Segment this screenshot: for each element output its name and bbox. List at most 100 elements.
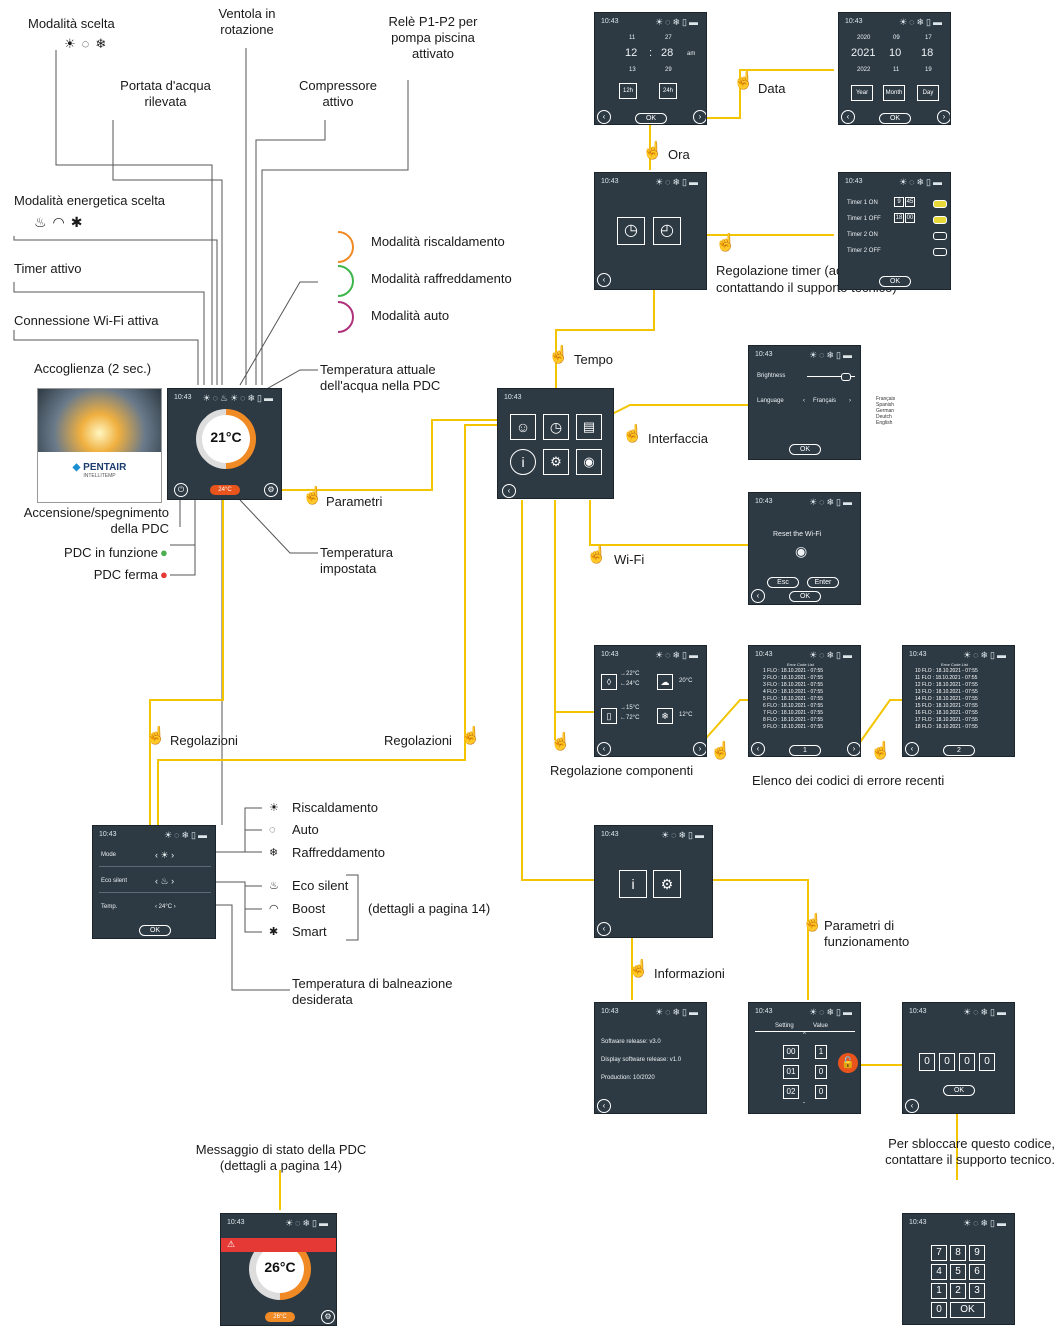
ok-button[interactable]: OK (879, 276, 911, 287)
day-button[interactable]: Day (917, 85, 939, 101)
format-24h-button[interactable]: 24h (659, 83, 677, 99)
power-button[interactable]: ⏻ (174, 483, 188, 497)
gear-icon[interactable]: ⚙ (321, 1310, 335, 1324)
settings-screen: 10:43☀◌❄▯▬ Mode ‹ ☀ › Eco silent ‹ ♨ › T… (92, 825, 216, 939)
code-digit[interactable]: 0 (919, 1053, 935, 1071)
keypad-key[interactable]: 5 (950, 1264, 966, 1280)
back-icon[interactable]: ‹ (751, 589, 765, 603)
status-icons: ☀◌❄▯▬ (655, 17, 700, 27)
day-value[interactable]: 18 (921, 47, 934, 59)
next-icon[interactable]: › (693, 110, 706, 124)
ok-button[interactable]: OK (789, 591, 821, 602)
gear-icon[interactable]: ⚙ (264, 483, 278, 497)
keypad-ok-key[interactable]: OK (950, 1302, 985, 1318)
setting-code[interactable]: 00 (783, 1045, 799, 1059)
timer-hour[interactable]: 9 (894, 197, 904, 207)
back-icon[interactable]: ‹ (597, 273, 611, 287)
wifi-icon[interactable]: ◉ (576, 449, 602, 475)
setting-value[interactable]: 1 (815, 1045, 827, 1059)
down-arrow-icon[interactable]: ˇ (803, 1103, 805, 1109)
next-icon[interactable]: › (693, 742, 706, 756)
back-icon[interactable]: ‹ (597, 110, 611, 124)
back-icon[interactable]: ‹ (841, 110, 855, 124)
back-icon[interactable]: ‹ (597, 922, 611, 936)
user-settings-icon[interactable]: ☺ (510, 414, 536, 440)
brightness-knob[interactable] (841, 373, 851, 381)
auto-icon: ◌ (269, 824, 276, 836)
keypad-key[interactable]: 9 (969, 1245, 985, 1261)
back-icon[interactable]: ‹ (751, 742, 765, 756)
clock-time: 10:43 (601, 831, 619, 838)
timer-toggle[interactable] (933, 232, 947, 240)
prev-arrow-icon[interactable]: ‹ (803, 398, 805, 404)
mode-selector[interactable]: ‹ ☀ › (155, 850, 175, 860)
keypad-key[interactable]: 2 (950, 1283, 966, 1299)
energy-selector[interactable]: ‹ ♨ › (155, 876, 175, 886)
code-digit[interactable]: 0 (979, 1053, 995, 1071)
format-12h-button[interactable]: 12h (619, 83, 637, 99)
setting-code[interactable]: 01 (783, 1065, 799, 1079)
clock-time: 10:43 (909, 1008, 927, 1015)
leaf-icon: ♨ (269, 880, 279, 892)
components-icon[interactable]: ⚙ (543, 449, 569, 475)
setpoint-badge[interactable]: 24°C (210, 485, 240, 495)
hour-value[interactable]: 12 (625, 47, 638, 59)
ok-button[interactable]: OK (943, 1085, 975, 1096)
back-icon[interactable]: ‹ (905, 742, 919, 756)
ampm-value[interactable]: am (687, 51, 696, 57)
brightness-slider[interactable] (807, 376, 855, 377)
code-digit[interactable]: 0 (959, 1053, 975, 1071)
keypad-key[interactable]: 3 (969, 1283, 985, 1299)
timer-toggle[interactable] (933, 216, 947, 224)
timer-toggle[interactable] (933, 200, 947, 208)
esc-button[interactable]: Esc (767, 577, 799, 588)
month-value[interactable]: 10 (889, 47, 902, 59)
next-icon[interactable]: › (847, 742, 860, 756)
timer-minute[interactable]: 45 (905, 197, 915, 207)
label-timer-attivo: Timer attivo (14, 261, 82, 276)
setting-code[interactable]: 02 (783, 1085, 799, 1099)
keypad-key[interactable]: 7 (931, 1245, 947, 1261)
pdc-on-dot: ● (160, 545, 168, 560)
info-icon[interactable]: i (619, 870, 647, 898)
up-arrow-icon[interactable]: ^ (803, 1032, 806, 1038)
back-icon[interactable]: ‹ (502, 484, 516, 498)
keypad-key[interactable]: 1 (931, 1283, 947, 1299)
hand-icon: ☝ (628, 959, 650, 978)
defrost-temp: 12°C (679, 712, 693, 718)
ok-button[interactable]: OK (635, 113, 667, 124)
timer-toggle[interactable] (933, 248, 947, 256)
next-arrow-icon[interactable]: › (849, 398, 851, 404)
back-icon[interactable]: ‹ (905, 1099, 919, 1113)
code-digit[interactable]: 0 (939, 1053, 955, 1071)
info-icon[interactable]: i (510, 449, 536, 475)
keypad-key[interactable]: 4 (931, 1264, 947, 1280)
setpoint-badge[interactable]: 26°C (265, 1312, 295, 1322)
clock-icon[interactable]: ◷ (617, 217, 645, 245)
next-icon[interactable]: › (937, 110, 950, 124)
day-prev: 17 (925, 35, 932, 41)
timer-icon[interactable]: ◴ (653, 217, 681, 245)
clock-icon[interactable]: ◷ (543, 414, 569, 440)
back-icon[interactable]: ‹ (597, 742, 611, 756)
gear-icon[interactable]: ⚙ (653, 870, 681, 898)
year-value[interactable]: 2021 (851, 47, 876, 59)
ok-button[interactable]: OK (789, 444, 821, 455)
timer-minute[interactable]: 00 (905, 213, 915, 223)
temp-selector[interactable]: ‹ 24°C › (155, 904, 176, 910)
keypad-key[interactable]: 6 (969, 1264, 985, 1280)
back-icon[interactable]: ‹ (597, 1099, 611, 1113)
display-icon[interactable]: ▤ (576, 414, 602, 440)
year-button[interactable]: Year (851, 85, 873, 101)
ok-button[interactable]: OK (139, 925, 171, 936)
enter-button[interactable]: Enter (807, 577, 839, 588)
ok-button[interactable]: OK (879, 113, 911, 124)
month-button[interactable]: Month (883, 85, 905, 101)
setting-value[interactable]: 0 (815, 1085, 827, 1099)
keypad-key[interactable]: 0 (931, 1302, 947, 1318)
timer-hour[interactable]: 18 (894, 213, 904, 223)
minute-value[interactable]: 28 (661, 47, 674, 59)
setting-value[interactable]: 0 (815, 1065, 827, 1079)
keypad-key[interactable]: 8 (950, 1245, 966, 1261)
defrost-icon: ❄ (657, 708, 673, 724)
